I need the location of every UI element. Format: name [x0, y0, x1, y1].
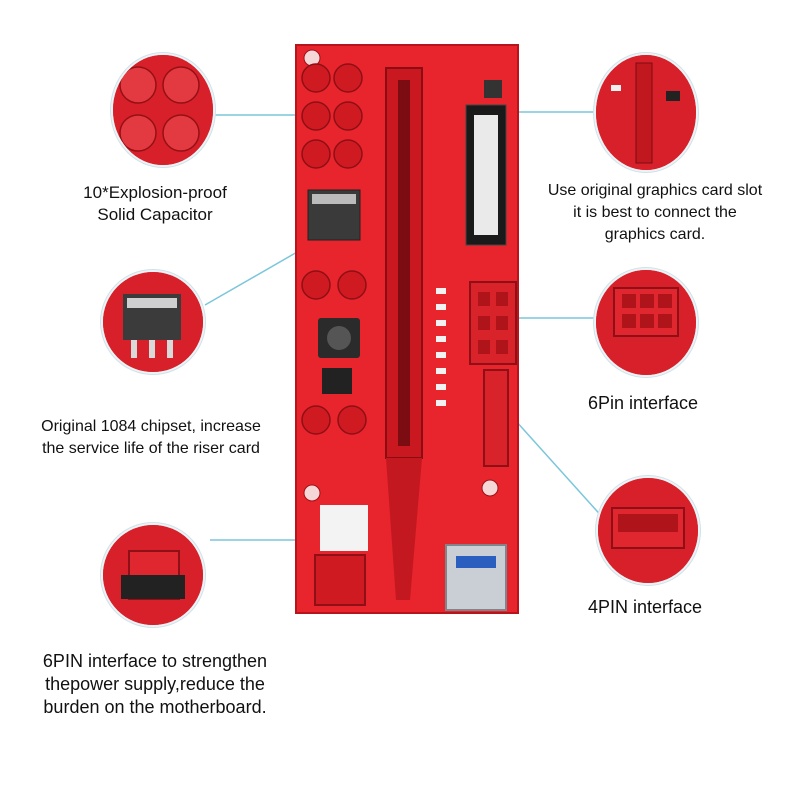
caption-capacitor: 10*Explosion-proof Solid Capacitor: [83, 183, 227, 224]
zoom-6pin: [596, 270, 696, 375]
caption-graphics-slot: Use original graphics card slot it is be…: [547, 182, 763, 243]
sata-6pin-connector: [314, 554, 366, 606]
riser-board: [295, 44, 519, 614]
capacitor-group-top: [301, 63, 363, 169]
leader-line-4pin: [514, 419, 606, 521]
caption-4pin: 4PIN interface: [588, 597, 703, 617]
zoom-capacitors: [113, 55, 213, 165]
capacitor-group-mid: [301, 270, 367, 435]
caption-6pin: 6Pin interface: [588, 393, 699, 413]
usb-3-port: [445, 544, 507, 611]
caption-chipset: Original 1084 chipset, increase the serv…: [41, 418, 261, 457]
zoom-4pin: [598, 478, 698, 583]
reset-button: [484, 80, 502, 98]
zoom-chipset: [103, 272, 203, 372]
zoom-graphics-slot: [596, 55, 696, 170]
6pin-connector: [469, 281, 517, 365]
zoom-sata-6pin: [103, 525, 203, 625]
4pin-connector: [483, 369, 509, 467]
caption-6pin-sata: 6PIN interface to strengthen thepower su…: [42, 651, 268, 717]
